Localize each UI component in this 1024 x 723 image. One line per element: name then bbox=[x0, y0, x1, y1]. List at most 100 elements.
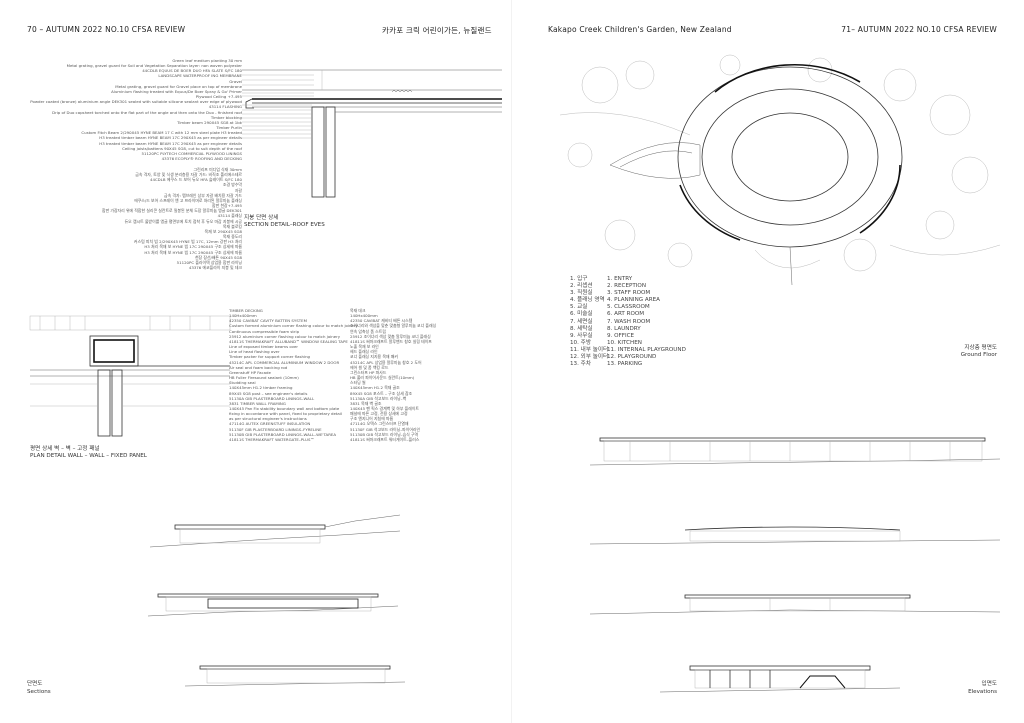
left-page-title-korean: 카카포 크릭 어린이가든, 뉴질랜드 bbox=[382, 26, 492, 35]
legend-item-korean: 11. 내부 놀이터 bbox=[570, 346, 609, 353]
roof-note-line: Green leaf medium planting 30 mm bbox=[172, 58, 242, 63]
roof-note-line: H3 treated timber beam HYNE BEAM 17C 290… bbox=[99, 140, 242, 146]
plan-note-line-korean: 조이너리와 색상을 맞춘 맞춤형 알루미늄 코너 플래싱 bbox=[350, 323, 437, 329]
plan-note-line: 51130F GIB PLASTERBOARD LININGS–FYRELINE bbox=[229, 426, 322, 432]
plan-note-line: 51130B GIB PLASTERBOARD LININGS–WALL–WE'… bbox=[229, 431, 337, 437]
plan-note-line: TIMBER DECKING bbox=[229, 308, 263, 313]
roof-note-line: Plywood Ceiling +7.495 bbox=[195, 94, 242, 100]
roof-note-line: Metal grating, gravel guard for Gravel p… bbox=[115, 83, 242, 89]
plan-note-line: 3831 TIMBER WALL FRAMING bbox=[229, 400, 286, 406]
plan-note-line: fixing in accordance with panel, fixed t… bbox=[229, 411, 342, 417]
plan-note-line-korean: 구조 엔지니어 지침에 따름 bbox=[350, 416, 394, 422]
plan-note-line: 45214C APL COMMERCIAL ALUMINIUM WINDOW 2… bbox=[229, 359, 340, 365]
plan-note-line: 140X45 Pan Fix stability boundary wall a… bbox=[229, 405, 340, 411]
roof-note-line: Ceiling joists/battens 90X45 SG8, cut to… bbox=[122, 145, 242, 151]
roof-note-line-korean: 목재 보 290X45 SG8 bbox=[204, 228, 242, 234]
roof-eave-section-drawing bbox=[242, 69, 502, 198]
sections-caption-korean: 단면도 bbox=[27, 681, 43, 687]
roof-note-line-korean: 그린리프 미디엄 식재 30mm bbox=[193, 167, 242, 172]
section-drawing-1 bbox=[149, 514, 401, 548]
plan-note-line-korean: 에어 씰 및 폼 백킹 로드 bbox=[350, 364, 389, 370]
legend-item-korean: 12. 외부 놀이터 bbox=[570, 354, 609, 361]
legend-item-korean: 5. 교실 bbox=[570, 304, 588, 311]
elevation-drawing-2 bbox=[589, 526, 1001, 545]
legend-item: 6. ART ROOM bbox=[607, 311, 645, 318]
plan-note-line-korean: 45214C APL 상업용 알루미늄 창호 2 도어 bbox=[350, 359, 422, 365]
legend-item: 8. LAUNDRY bbox=[607, 325, 641, 332]
plan-note-line: Line of head flashing over bbox=[229, 349, 280, 355]
plan-note-line: Line of exposed timber beams over bbox=[229, 344, 299, 350]
legend-item-korean: 13. 주차 bbox=[570, 361, 591, 368]
plan-note-line: 140Hx400mm bbox=[229, 313, 257, 319]
roof-note-line: Aluminium flashing treated with Equus/De… bbox=[111, 88, 242, 94]
plan-note-line: Studding seal bbox=[229, 380, 256, 386]
plan-note-line: 51130A GIB PLASTERBOARD LININGS–WALL bbox=[229, 395, 315, 401]
plan-note-line: 41811S THERMAKRAFT ALLUBAND™ WINDOW SEAL… bbox=[229, 338, 348, 344]
roof-note-line-korean: 목재 블로킹 bbox=[222, 223, 242, 229]
section-drawing-2 bbox=[147, 593, 399, 617]
legend-item-korean: 7. 세면실 bbox=[570, 318, 593, 325]
roof-note-line-korean: 자갈 bbox=[234, 187, 242, 193]
plan-note-line-korean: 42350 CAVIBAT 캐비티 배튼 시스템 bbox=[350, 318, 413, 324]
roof-note-line-korean: 44CDLB 에쿠스 드 보어 듀오 HFA 슬레이트 S/FC 180 bbox=[150, 177, 242, 183]
right-page-header: 71– AUTUMN 2022 NO.10 CFSA REVIEW bbox=[841, 25, 997, 34]
site-plan-caption: Ground Floor bbox=[960, 352, 997, 358]
roof-note-line: Powder coated (bronze) aluminium angle D… bbox=[30, 99, 242, 105]
elevation-drawing-4 bbox=[659, 665, 901, 693]
plan-note-line: Timber packer for support corner flashin… bbox=[229, 354, 311, 360]
plan-note-line-korean: HB 풀러 파이어사운드 실란트(10mm) bbox=[350, 375, 415, 381]
plan-note-line: 89X45 SG8 post – see engineer's details bbox=[229, 390, 308, 396]
roof-detail-caption: SECTION DETAIL–ROOF EVES bbox=[244, 222, 325, 228]
legend-item-korean: 8. 세탁실 bbox=[570, 325, 593, 332]
roof-note-line-korean: 43114 플래싱 bbox=[217, 213, 242, 219]
roof-note-line: Drip of Duo capsheet torched onto the fl… bbox=[52, 109, 242, 115]
plan-note-line-korean: 노출 목재 보 라인 bbox=[350, 344, 379, 350]
plan-note-line-korean: 140X45mm H1.2 목재 골조 bbox=[350, 385, 400, 391]
elevation-drawing-1 bbox=[589, 437, 1001, 466]
plan-note-line-korean: 41811S 써마크래프트 워터게이트–플러스 bbox=[350, 436, 420, 442]
legend-item-korean: 10. 주방 bbox=[570, 339, 591, 346]
roof-note-line: Timber Purlin bbox=[216, 125, 242, 131]
elevations-caption-korean: 입면도 bbox=[981, 681, 997, 687]
plan-note-line: Air seal and foam backing rod bbox=[229, 364, 288, 370]
roof-note-line-korean: 금속 격자, 토양 및 식생 분리층용 자갈 가드: 비직조 폴리에스테르 bbox=[135, 172, 242, 178]
elevation-drawing-3 bbox=[589, 594, 1001, 615]
right-page-title: Kakapo Creek Children's Garden, New Zeal… bbox=[548, 25, 732, 34]
plan-note-line-korean: 140Hx400mm bbox=[350, 313, 378, 319]
legend-item-korean: 1. 입구 bbox=[570, 276, 588, 282]
roof-note-line-korean: 듀오 캡시트 물받이를 앵글 평면부에 토치 접착 후 듀오 마감 지붕에 시공 bbox=[124, 218, 242, 224]
plan-note-line-korean: 51130B GIB 석고보드 라이닝–습식 구역 bbox=[350, 431, 419, 437]
legend-item: 1. ENTRY bbox=[607, 276, 633, 282]
plan-note-line: 140X45mm H1.2 timber framing bbox=[229, 385, 293, 391]
legend-item: 11. INTERNAL PLAYGROUND bbox=[607, 346, 686, 353]
roof-note-line-korean: 목재 중도리 bbox=[222, 234, 242, 240]
plan-detail-caption-korean: 평면 상세 벽 – 벽 – 고정 패널 bbox=[30, 446, 100, 452]
roof-note-line: 43114 FLASHING bbox=[208, 104, 242, 110]
plan-note-line: HB Fuller Firesound sealant (10mm) bbox=[229, 375, 299, 381]
legend-item-korean: 4. 플래닝 영역 bbox=[570, 297, 605, 304]
legend-item-korean: 6. 미술실 bbox=[570, 311, 593, 318]
plan-note-line: 25912 aluminium corner flashing colour t… bbox=[229, 333, 341, 339]
plan-note-line-korean: 코너 플래싱 지지용 목재 패커 bbox=[350, 354, 398, 360]
plan-note-line-korean: 25912 조이너리 색상 맞춤 알루미늄 코너 플래싱 bbox=[350, 333, 431, 339]
plan-note-line-korean: 목재 데크 bbox=[350, 308, 366, 313]
roof-detail-caption-korean: 지붕 단면 상세 bbox=[244, 215, 279, 221]
roof-note-line: Timber beam 290X45 SG8 at 1bk bbox=[177, 119, 242, 125]
roof-note-line-korean: 합판 천장+7.495 bbox=[212, 203, 242, 209]
legend-item: 4. PLANNING AREA bbox=[607, 297, 660, 304]
plan-note-line-korean: 패널에 따른 고정, 전용 상세에 고정 bbox=[350, 411, 408, 417]
legend-item: 3. STAFF ROOM bbox=[607, 290, 651, 297]
plan-note-line: Custom formed aluminium corner flashing … bbox=[229, 323, 358, 329]
roof-note-line: 44CDLB EQUUS DE BOER DUO HFA SLATE S/FC … bbox=[142, 68, 242, 74]
roof-note-line: Timber blocking bbox=[210, 114, 242, 120]
legend-item-korean: 2. 리셉션 bbox=[570, 283, 593, 290]
roof-note-line: Metal grating, gravel guard for Soil and… bbox=[66, 63, 242, 69]
plan-note-line: 47114G AUTEX GREENSTUFF INSULATION bbox=[229, 421, 311, 427]
ground-floor-site-plan bbox=[559, 54, 1001, 286]
plan-note-line: as per structural engineer's instruction… bbox=[229, 416, 307, 422]
